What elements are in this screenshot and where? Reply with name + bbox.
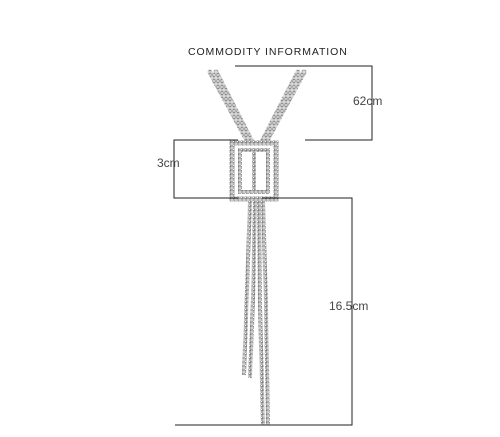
chain-left-strand	[207, 69, 255, 145]
pendant-height-label: 3cm	[157, 156, 180, 170]
pendant-frame	[229, 140, 279, 202]
dimension-lines	[173, 65, 373, 426]
page-title: COMMODITY INFORMATION	[188, 46, 348, 58]
tassel-strands	[242, 199, 270, 426]
tassel-length-label: 16.5cm	[329, 299, 369, 313]
chain-right-strand	[259, 69, 307, 145]
chain-length-label: 62cm	[353, 94, 383, 108]
